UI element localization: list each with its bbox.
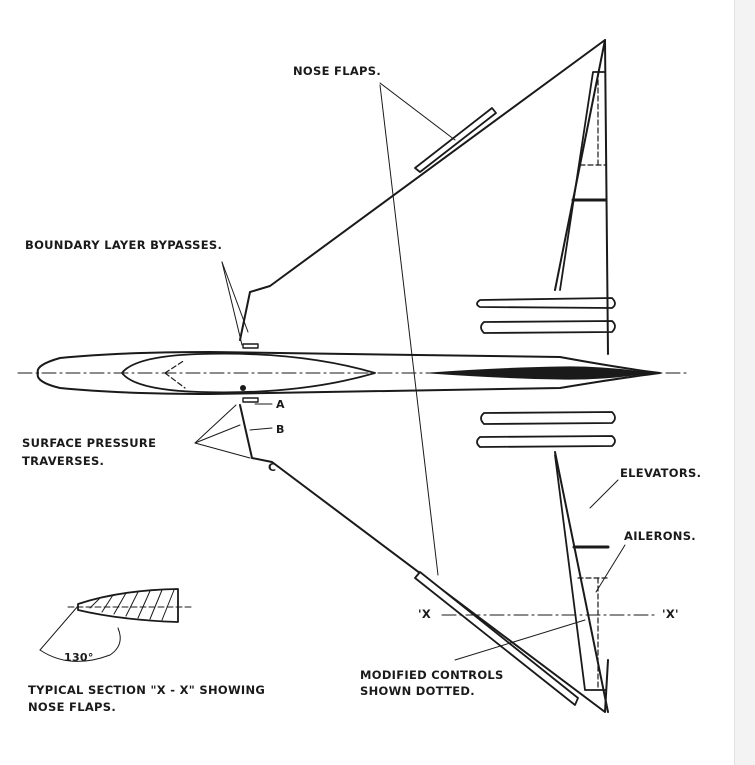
label-boundary-layer-bypasses: BOUNDARY LAYER BYPASSES. [25,238,223,252]
right-scroll-rail [734,0,755,765]
airfoil-hatch [89,589,175,621]
upper-elevator [559,71,606,291]
leader-bypass-1 [221,261,243,346]
leader-surface-3 [194,404,237,444]
lower-elevator [554,454,606,691]
traverse-point-a-dot [240,385,246,391]
leader-ailerons [595,544,626,593]
engine-pod-1 [476,297,616,309]
label-angle: 130° [64,651,94,664]
leader-modified [454,619,586,661]
label-modified-controls: MODIFIED CONTROLS [360,668,504,682]
wing-leading-edge-upper [239,39,609,355]
airfoil-section [77,588,179,623]
label-shown-dotted: SHOWN DOTTED. [360,684,475,698]
angle-arc [39,627,121,662]
label-section-x-left: 'X [418,607,431,621]
wing-trailing-edge-lower [554,451,609,713]
canopy-dashed-inner [164,359,186,389]
leader-b [249,427,273,431]
leader-nose-flaps-2 [379,84,439,576]
bypass-upper [242,343,259,349]
leader-nose-flaps-1 [379,82,456,141]
wing-leading-edge-lower [239,404,609,713]
canopy-outline [121,352,376,394]
label-point-a: A [276,398,285,411]
leader-surface-2 [194,442,251,459]
label-surface-pressure: SURFACE PRESSURE [22,436,157,450]
label-elevators: ELEVATORS. [620,466,702,480]
engine-pod-4 [476,435,616,448]
label-point-c: C [268,461,277,474]
fuselage-outline [36,351,661,395]
nose-flap-lower [414,571,579,706]
label-typical-nose-flaps: NOSE FLAPS. [28,700,117,714]
flap-deflection-line [39,605,79,651]
leader-bypass-2 [221,261,249,333]
bypass-lower [242,397,259,403]
label-nose-flaps: NOSE FLAPS. [293,64,382,78]
leader-elevators [589,479,619,509]
leader-surface-1 [194,424,241,444]
label-traverses: TRAVERSES. [22,454,105,468]
label-ailerons: AILERONS. [624,529,696,543]
engine-pod-2 [480,320,616,334]
label-typical-section: TYPICAL SECTION "X - X" SHOWING [28,683,266,697]
label-point-b: B [276,423,285,436]
tail-cone [429,366,651,380]
engine-pod-3 [480,411,616,425]
label-section-x-right: 'X' [662,607,679,621]
aircraft-planform-diagram [17,39,691,713]
